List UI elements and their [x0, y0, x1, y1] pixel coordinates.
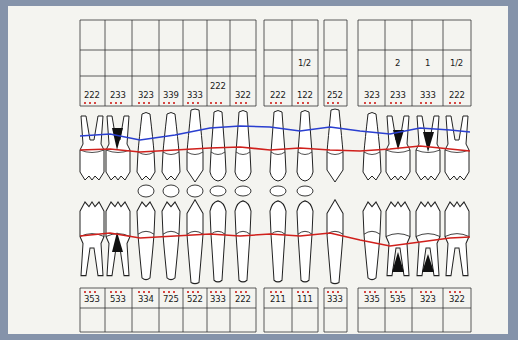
pocket-depth: 211 [270, 294, 286, 304]
pocket-depth: 322 [235, 90, 251, 100]
mobility-grade: 1/2 [450, 58, 463, 68]
pocket-depth: 535 [390, 294, 406, 304]
pocket-depth: 323 [138, 90, 154, 100]
pocket-depth: 222 [210, 81, 226, 91]
pocket-depth: 335 [364, 294, 380, 304]
pocket-depth: 322 [449, 294, 465, 304]
pocket-depth: 533 [110, 294, 126, 304]
gingival-margin-line [80, 233, 470, 246]
chart-card [8, 6, 508, 334]
mobility-grade: 1 [425, 58, 430, 68]
mobility-grade: 2 [395, 58, 400, 68]
pocket-depth: 233 [110, 90, 126, 100]
pocket-depth: 353 [84, 294, 100, 304]
pocket-depth: 334 [138, 294, 154, 304]
pocket-depth: 233 [390, 90, 406, 100]
pocket-depth: 522 [187, 294, 203, 304]
pocket-depth: 252 [327, 90, 343, 100]
pocket-depth: 222 [84, 90, 100, 100]
pocket-depth: 323 [364, 90, 380, 100]
attachment-line [80, 126, 470, 140]
pocket-depth: 222 [449, 90, 465, 100]
gingival-margin-line [80, 146, 470, 152]
pocket-depth: 333 [210, 294, 226, 304]
pocket-depth: 222 [235, 294, 251, 304]
pocket-depth: 333 [327, 294, 343, 304]
pocket-depth: 222 [270, 90, 286, 100]
pocket-depth: 339 [163, 90, 179, 100]
occlusal-views [138, 185, 313, 197]
pocket-depth: 333 [187, 90, 203, 100]
chart-grid [80, 20, 471, 332]
pocket-depth: 725 [163, 294, 179, 304]
pocket-depth: 323 [420, 294, 436, 304]
mobility-grade: 1/2 [298, 58, 311, 68]
pocket-depth: 122 [297, 90, 313, 100]
pocket-depth: 111 [297, 294, 313, 304]
bleeding-dots [85, 103, 465, 292]
lower-teeth [80, 200, 469, 284]
pocket-depth: 333 [420, 90, 436, 100]
upper-teeth [80, 109, 469, 182]
